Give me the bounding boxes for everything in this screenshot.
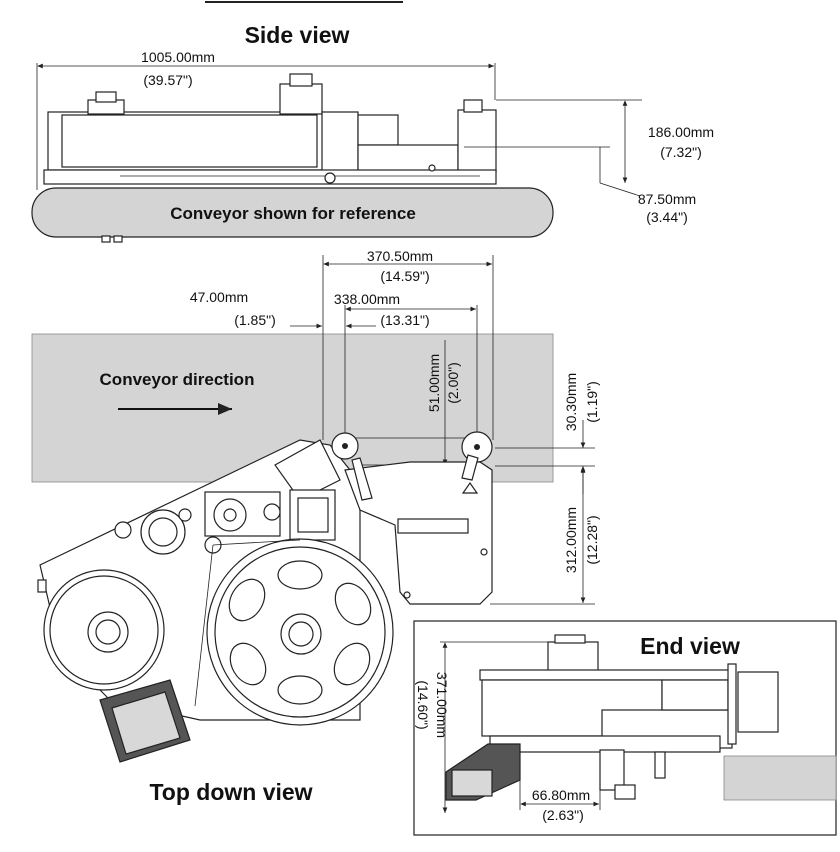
side-offset-in: (3.44") [646,209,688,225]
top-inner-in: (13.31") [380,312,429,328]
side-height-in: (7.32") [660,144,702,160]
end-view-title: End view [640,633,740,659]
side-conveyor [31,187,554,238]
side-height-mm: 186.00mm [648,124,714,140]
end-machine [445,634,779,801]
end-conveyor [723,755,837,801]
top-machine [37,431,493,763]
top-view-title: Top down view [149,779,312,805]
side-view-title: Side view [245,22,350,48]
end-view: End view 371.00mm (14.60") [413,620,837,836]
top-right-offset-mm: 30.30mm [563,373,579,431]
top-left-offset-in: (1.85") [234,312,276,328]
conveyor-direction-label: Conveyor direction [100,370,255,389]
side-length-mm: 1005.00mm [141,49,215,65]
top-roller-gap-in: (2.00") [445,362,461,404]
side-view: Side view 1005.00mm (39.57") [31,22,714,243]
side-length-in: (39.57") [143,72,192,88]
conveyor-reference-label: Conveyor shown for reference [170,204,416,223]
end-height-mm: 371.00mm [434,672,450,738]
top-depth-mm: 312.00mm [563,507,579,573]
top-roller-gap-mm: 51.00mm [426,354,442,412]
top-width-in: (14.59") [380,268,429,284]
side-offset-mm: 87.50mm [638,191,696,207]
top-view: Conveyor direction 370.50mm (14.59") 338… [31,248,600,805]
end-offset-in: (2.63") [542,807,584,823]
top-left-offset-mm: 47.00mm [190,289,248,305]
side-machine [43,73,497,185]
top-width-mm: 370.50mm [367,248,433,264]
end-offset-mm: 66.80mm [532,787,590,803]
end-height-in: (14.60") [415,680,431,729]
top-depth-in: (12.28") [584,515,600,564]
top-inner-mm: 338.00mm [334,291,400,307]
top-right-offset-in: (1.19") [584,381,600,423]
